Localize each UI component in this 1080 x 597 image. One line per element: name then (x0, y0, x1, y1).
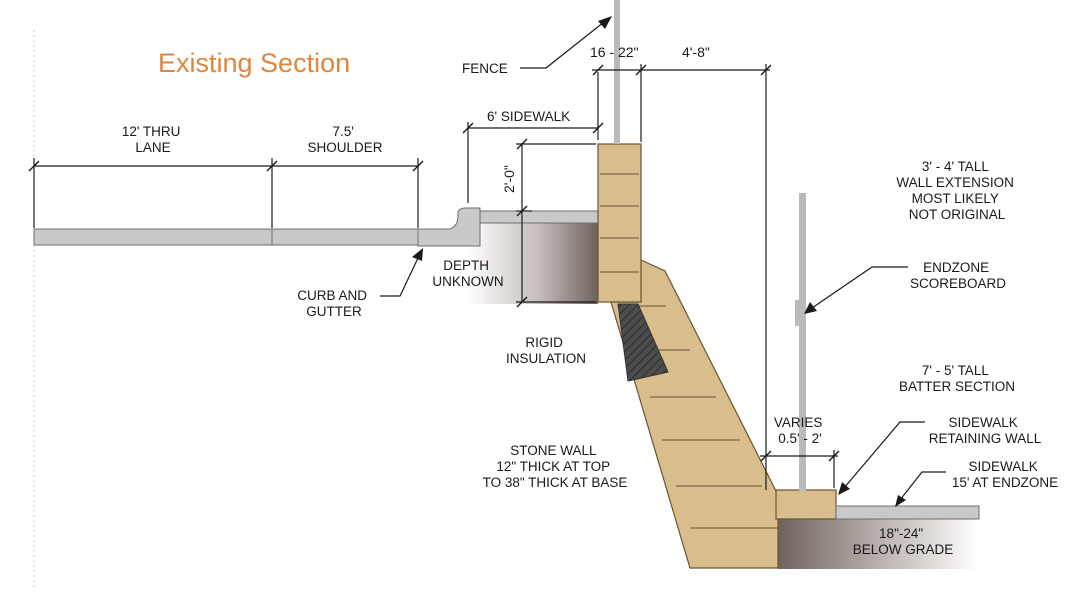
endzone-sidewalk-leader (895, 471, 946, 507)
sidewalk-retaining-wall-label: SIDEWALK RETAINING WALL (929, 415, 1042, 446)
endzone-sidewalk (835, 505, 980, 520)
stone-wall-label: STONE WALL 12" THICK AT TOP TO 38" THICK… (483, 443, 628, 490)
sidewalk-retaining-wall-line-2: RETAINING WALL (929, 431, 1042, 446)
wall-offset-label: 4'-8" (682, 44, 710, 60)
batter-section-line-1: 7' - 5' TALL (922, 363, 989, 378)
shoulder-line-2: SHOULDER (307, 140, 382, 155)
thru-lane-label: 12' THRU LANE (122, 124, 184, 155)
sidewalk-dimension (462, 72, 604, 203)
stone-wall-line-2: 12" THICK AT TOP (496, 459, 610, 474)
sidewalk-endzone-line-1: SIDEWALK (968, 459, 1037, 474)
sidewalk-endzone-label: SIDEWALK 15' AT ENDZONE (952, 459, 1058, 490)
thru-lane-pavement (33, 228, 273, 246)
sidewalk-slab (479, 210, 599, 224)
rigid-insulation-line-1: RIGID (525, 335, 563, 350)
wall-extension-line-2: WALL EXTENSION (896, 175, 1014, 190)
sidewalk-endzone-line-2: 15' AT ENDZONE (952, 475, 1058, 490)
scoreboard-leader (804, 266, 908, 314)
curb-gutter-label: CURB AND GUTTER (297, 288, 371, 319)
scoreboard-bracket (795, 300, 802, 326)
endzone-scoreboard-line-1: ENDZONE (923, 260, 989, 275)
wall-extension-courses (600, 173, 639, 273)
lane-dimension (28, 158, 424, 228)
section-title: Existing Section (158, 48, 350, 78)
wall-extension-label: 3' - 4' TALL WALL EXTENSION MOST LIKELY … (896, 159, 1017, 222)
retaining-wall-leader (838, 421, 925, 495)
scoreboard-post (799, 193, 806, 491)
curb-gutter-leader (380, 248, 423, 297)
curb-and-gutter-shape (417, 207, 481, 247)
sidewalk-retaining-wall-line-1: SIDEWALK (948, 415, 1017, 430)
shoulder-label: 7.5' SHOULDER (307, 124, 382, 155)
fence-post (614, 0, 620, 144)
varies-line-1: VARIES (774, 415, 823, 430)
wall-extension (597, 143, 642, 303)
sidewalk-retaining-wall (775, 489, 837, 520)
wall-extension-line-3: MOST LIKELY (912, 191, 999, 206)
curb-gutter-line-1: CURB AND (297, 288, 367, 303)
rigid-insulation (617, 303, 669, 382)
depth-unknown-line-1: DEPTH (443, 258, 489, 273)
endzone-scoreboard-line-2: SCOREBOARD (910, 276, 1006, 291)
soil-below-grade (778, 519, 978, 569)
depth-unknown-line-2: UNKNOWN (432, 274, 503, 289)
below-grade-label: 18"-24" BELOW GRADE (853, 526, 954, 557)
soil-under-sidewalk (468, 222, 598, 304)
rigid-insulation-line-2: INSULATION (506, 351, 586, 366)
varies-line-2: 0.5' - 2' (778, 431, 821, 446)
stone-wall-line-3: TO 38" THICK AT BASE (483, 475, 628, 490)
varies-label: VARIES 0.5' - 2' (774, 415, 826, 446)
stone-wall-line-1: STONE WALL (510, 443, 597, 458)
curb-height-label: 2'-0" (501, 165, 517, 193)
batter-section-line-2: BATTER SECTION (899, 379, 1015, 394)
rigid-insulation-label: RIGID INSULATION (506, 335, 586, 366)
batter-section-label: 7' - 5' TALL BATTER SECTION (899, 363, 1015, 394)
shoulder-pavement (271, 228, 419, 246)
thru-lane-line-1: 12' THRU (122, 124, 181, 139)
wall-extension-line-1: 3' - 4' TALL (922, 159, 989, 174)
endzone-scoreboard-label: ENDZONE SCOREBOARD (910, 260, 1006, 291)
fence-label: FENCE (462, 61, 508, 76)
depth-unknown-label: DEPTH UNKNOWN (432, 258, 503, 289)
fence-leader (520, 16, 612, 69)
varies-dimension (760, 450, 840, 488)
below-grade-line-1: 18"-24" (879, 526, 923, 541)
curb-height-dimension (516, 138, 596, 308)
curb-gutter-line-2: GUTTER (306, 304, 362, 319)
shoulder-line-1: 7.5' (332, 124, 353, 139)
sidewalk-width-label: 6' SIDEWALK (487, 109, 570, 124)
below-grade-line-2: BELOW GRADE (853, 542, 954, 557)
thru-lane-line-2: LANE (135, 140, 170, 155)
wall-top-width-label: 16 - 22" (590, 44, 639, 60)
wall-extension-line-4: NOT ORIGINAL (909, 207, 1006, 222)
top-dimension (592, 64, 772, 490)
